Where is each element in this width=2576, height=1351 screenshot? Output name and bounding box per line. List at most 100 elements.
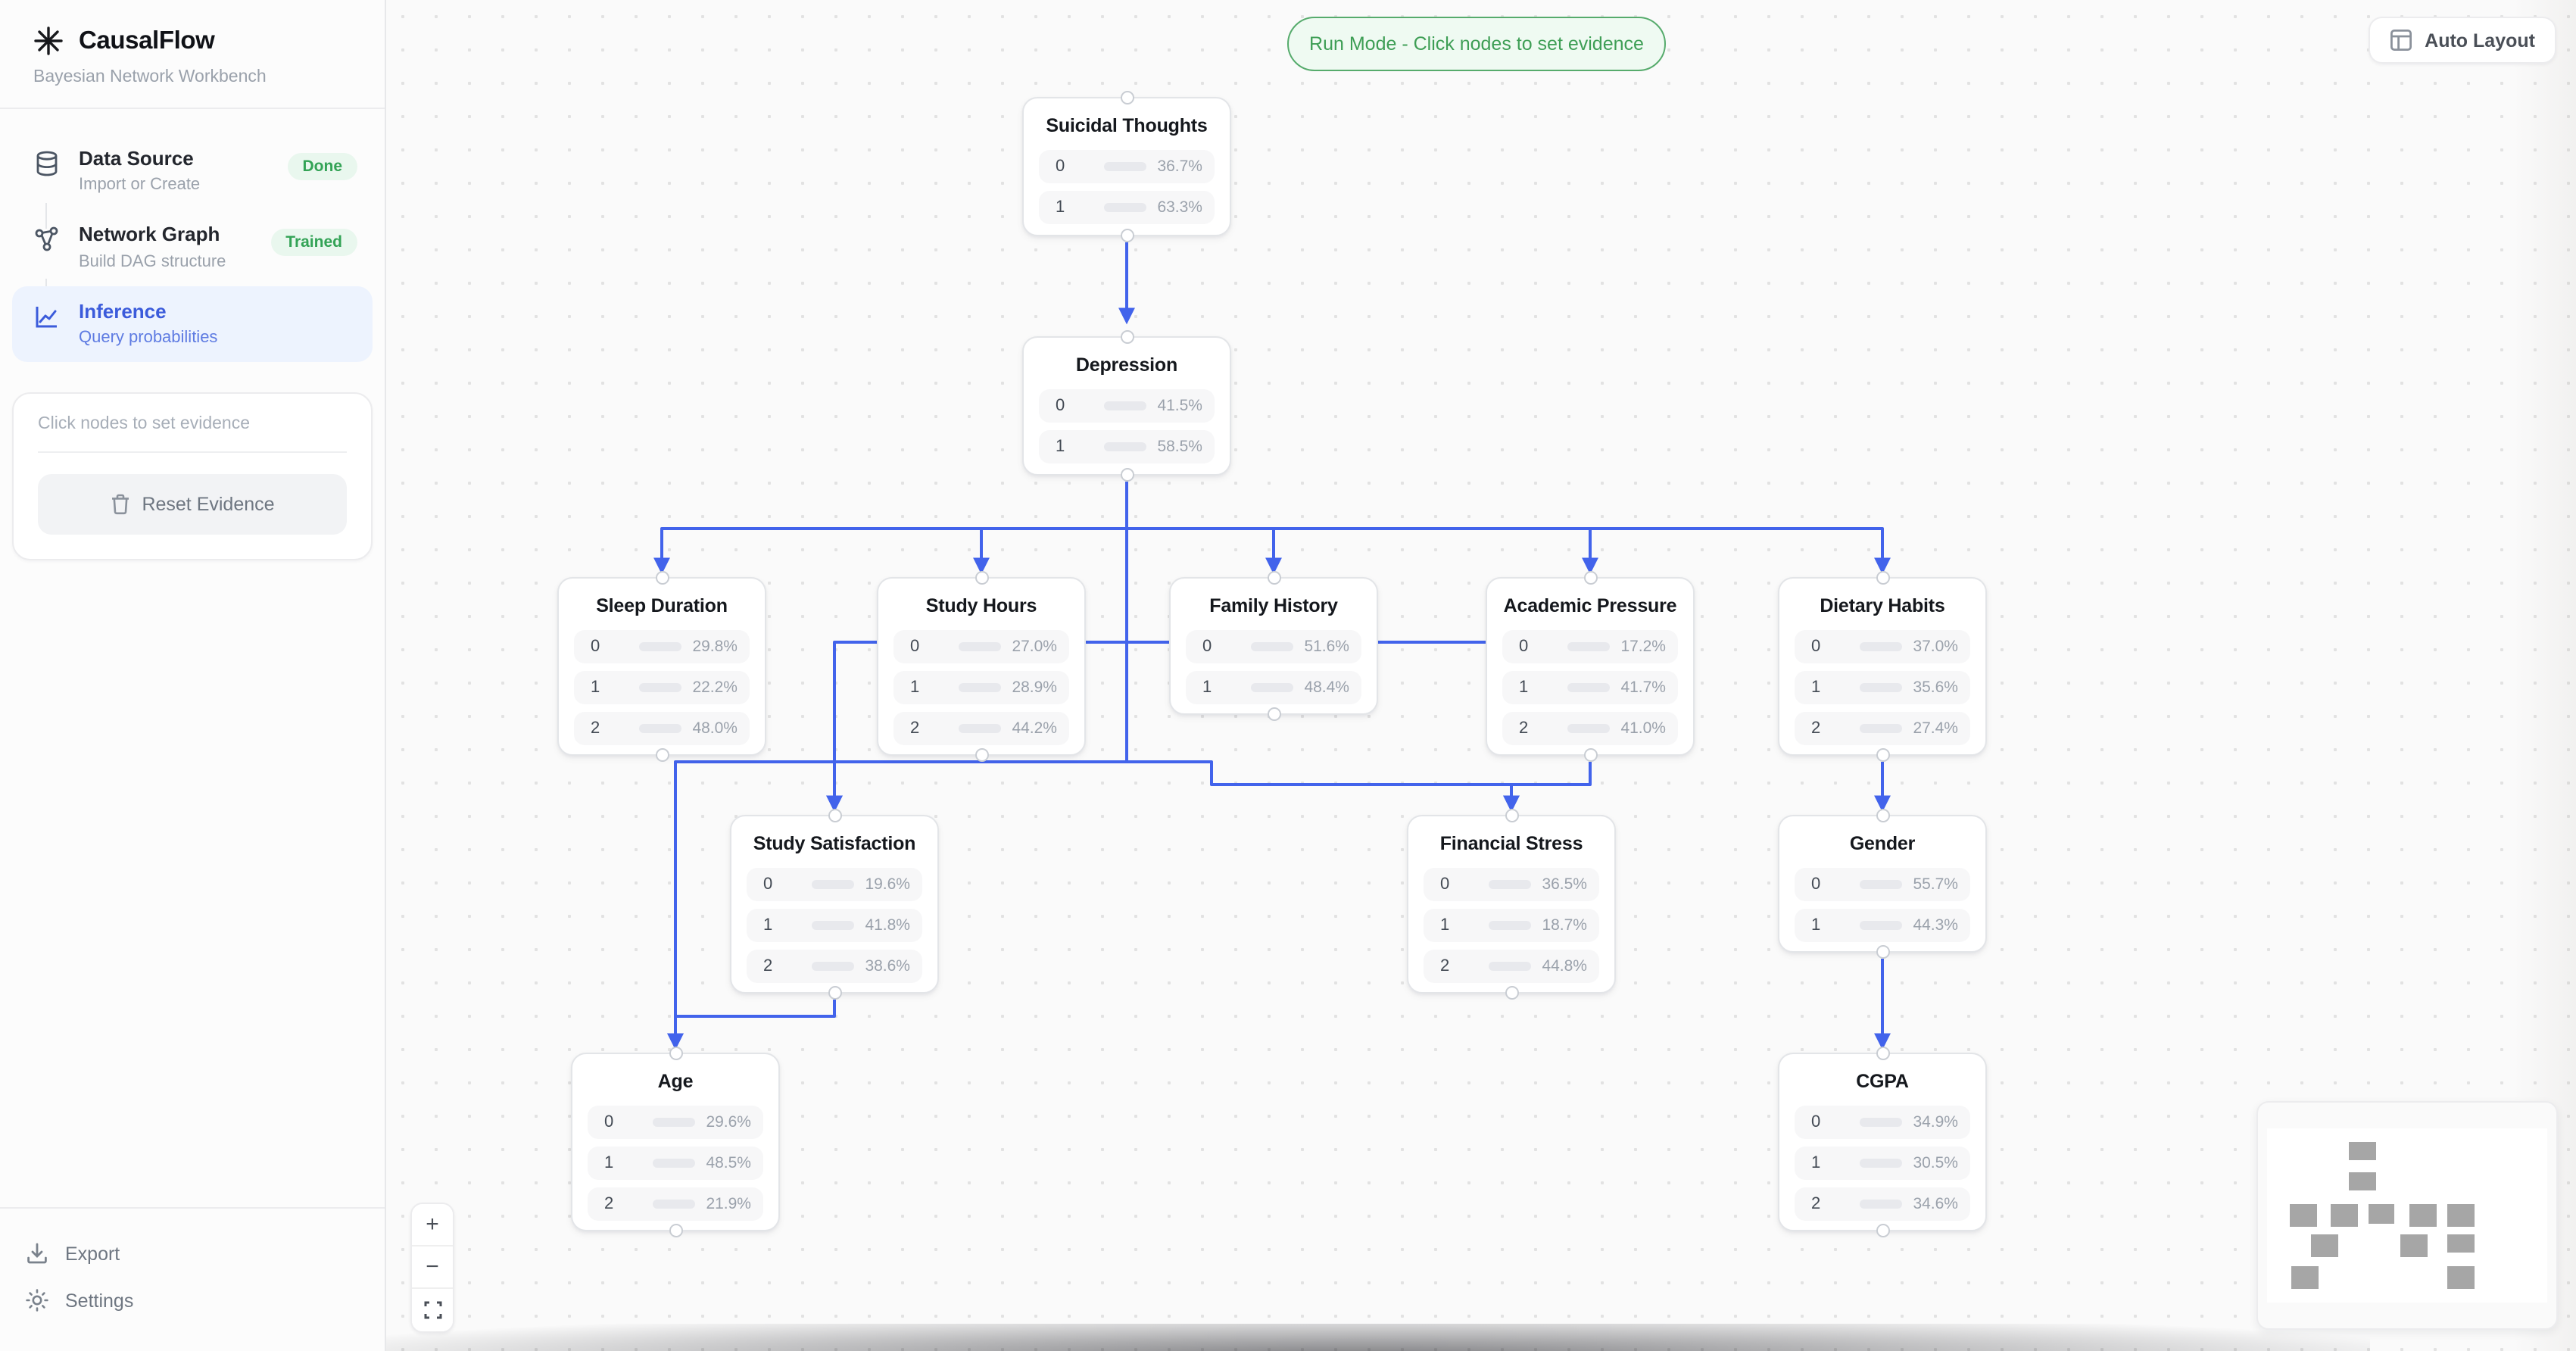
probability-value: 44.2% (1012, 719, 1057, 738)
state-label: 2 (1811, 719, 1821, 738)
node-state-row-1[interactable]: 1 18.7% (1424, 909, 1599, 942)
sidebar-item-data-source[interactable]: Data Source Import or Create Done (12, 133, 373, 229)
step-title: Inference (79, 299, 167, 322)
zoom-out-button[interactable]: − (412, 1246, 453, 1289)
auto-layout-button[interactable]: Auto Layout (2369, 17, 2556, 64)
sidebar: CausalFlow Bayesian Network Workbench Da… (0, 0, 386, 1351)
step-subtitle: Build DAG structure (79, 252, 226, 270)
state-label: 1 (1519, 679, 1529, 697)
node-state-row-1[interactable]: 1 44.3% (1795, 909, 1970, 942)
export-button[interactable]: Export (12, 1230, 373, 1277)
node-port-top (1876, 809, 1889, 822)
state-label: 0 (1056, 397, 1065, 415)
probability-value: 34.9% (1913, 1113, 1958, 1131)
probability-bar-track (1860, 879, 1902, 890)
node-port-bottom (828, 986, 841, 1000)
probability-bar-track (1489, 961, 1531, 972)
sidebar-item-network-graph[interactable]: Network Graph Build DAG structure Traine… (12, 210, 373, 306)
probability-bar-track (639, 641, 681, 652)
state-label: 1 (1811, 916, 1821, 934)
node-state-row-2[interactable]: 2 44.2% (893, 712, 1069, 745)
state-label: 0 (1519, 638, 1529, 656)
state-label: 2 (910, 719, 920, 738)
minimap-viewport (2267, 1128, 2547, 1303)
state-label: 1 (1056, 438, 1065, 456)
probability-value: 44.3% (1913, 916, 1958, 934)
probability-bar-track (1860, 682, 1902, 693)
probability-bar-track (1104, 161, 1146, 172)
edge-depression-to-dietary_habits (1125, 482, 1891, 575)
sidebar-item-inference[interactable]: Inference Query probabilities (12, 285, 373, 362)
app-logo-asterisk-icon (34, 27, 63, 55)
edge-academic_pressure-to-financial_stress (1503, 762, 1592, 813)
minimap-node (2447, 1266, 2475, 1289)
minimap[interactable] (2256, 1101, 2558, 1330)
node-port-top (669, 1047, 682, 1060)
database-icon (36, 151, 58, 176)
run-mode-banner[interactable]: Run Mode - Click nodes to set evidence (1287, 17, 1666, 71)
sun-icon (26, 1289, 48, 1312)
reset-evidence-button[interactable]: Reset Evidence (38, 473, 347, 535)
probability-value: 18.7% (1542, 916, 1587, 934)
probability-bar-track (1860, 1117, 1902, 1128)
node-title: Study Hours (925, 595, 1037, 616)
minimap-node (2349, 1142, 2376, 1160)
probability-bar-track (1251, 682, 1293, 693)
node-port-top (828, 809, 841, 822)
minimap-node (2369, 1204, 2394, 1224)
probability-bar-track (1104, 441, 1146, 452)
zoom-in-button[interactable]: + (412, 1204, 453, 1246)
settings-button[interactable]: Settings (12, 1277, 373, 1324)
probability-value: 55.7% (1913, 875, 1958, 894)
evidence-panel: Click nodes to set evidence Reset Eviden… (12, 392, 373, 560)
node-title: Family History (1209, 595, 1338, 616)
state-label: 1 (1440, 916, 1450, 934)
node-title: CGPA (1856, 1071, 1909, 1092)
fit-view-button[interactable] (412, 1289, 453, 1331)
probability-bar-track (812, 879, 854, 890)
probability-value: 48.0% (692, 719, 738, 738)
